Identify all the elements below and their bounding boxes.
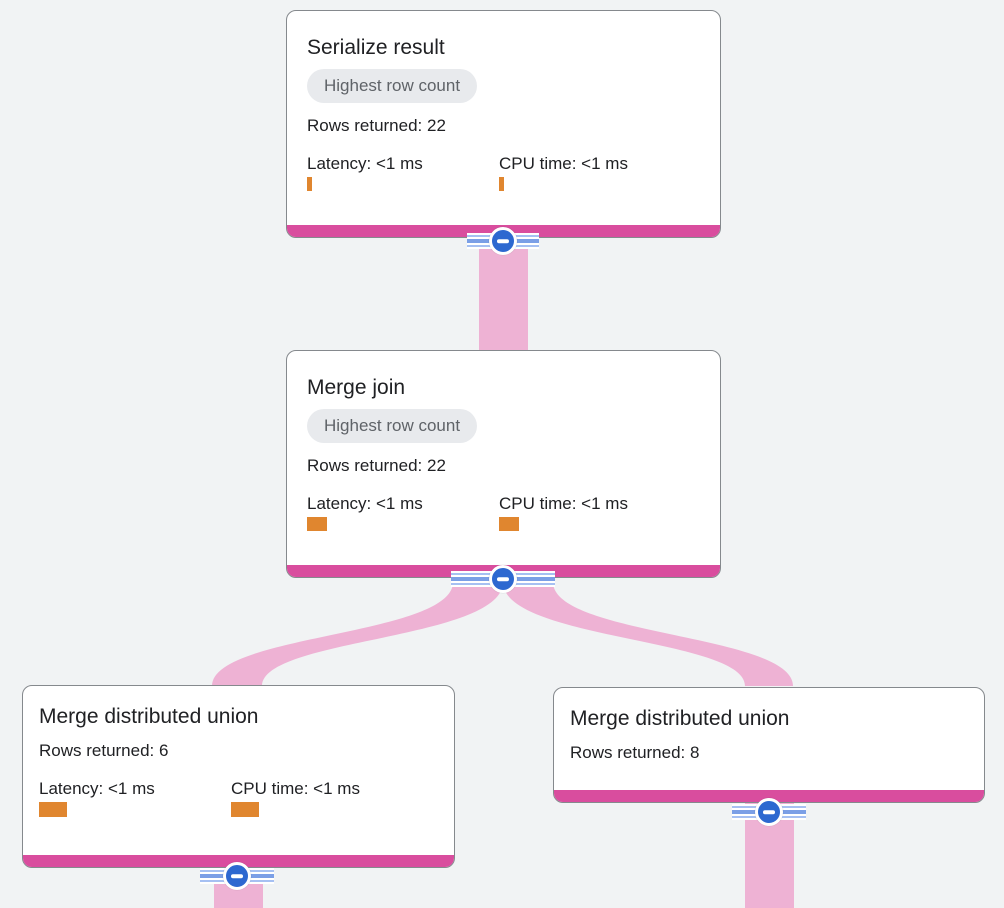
cpu-time-label: CPU time: <1 ms — [499, 154, 628, 173]
edge-mergejoin-to-left-union — [212, 582, 503, 686]
node-title: Merge join — [307, 376, 406, 399]
cpu-time-bar — [499, 177, 504, 191]
minus-circle-icon — [489, 227, 517, 255]
collapse-button-serialize-result[interactable] — [467, 227, 539, 255]
node-title: Merge distributed union — [39, 705, 259, 728]
rows-returned-label: Rows returned: 6 — [39, 741, 169, 760]
edge-mergejoin-to-right-union — [503, 582, 793, 686]
latency-label: Latency: <1 ms — [307, 154, 423, 173]
collapse-button-merge-join[interactable] — [451, 565, 555, 593]
latency-bar — [307, 177, 312, 191]
plan-node-serialize-result[interactable]: Serialize result Highest row count Rows … — [286, 10, 721, 238]
collapse-button-merge-distributed-union-right[interactable] — [732, 798, 806, 826]
plan-node-merge-join[interactable]: Merge join Highest row count Rows return… — [286, 350, 721, 578]
cpu-time-label: CPU time: <1 ms — [231, 779, 360, 798]
plan-node-merge-distributed-union-left[interactable]: Merge distributed union Rows returned: 6… — [22, 685, 455, 868]
highest-row-count-badge: Highest row count — [307, 69, 478, 103]
highest-row-count-badge: Highest row count — [307, 409, 478, 443]
node-title: Merge distributed union — [570, 707, 790, 730]
latency-bar — [307, 517, 327, 531]
minus-circle-icon — [223, 862, 251, 890]
collapse-button-merge-distributed-union-left[interactable] — [200, 862, 274, 890]
minus-circle-icon — [489, 565, 517, 593]
node-title: Serialize result — [307, 36, 445, 59]
latency-label: Latency: <1 ms — [307, 494, 423, 513]
plan-node-merge-distributed-union-right[interactable]: Merge distributed union Rows returned: 8 — [553, 687, 985, 803]
rows-returned-label: Rows returned: 22 — [307, 116, 446, 135]
node-accent-bar — [554, 790, 984, 802]
rows-returned-label: Rows returned: 8 — [570, 743, 700, 762]
cpu-time-bar — [231, 802, 259, 817]
latency-label: Latency: <1 ms — [39, 779, 155, 798]
node-accent-bar — [23, 855, 454, 867]
minus-circle-icon — [755, 798, 783, 826]
latency-bar — [39, 802, 67, 817]
rows-returned-label: Rows returned: 22 — [307, 456, 446, 475]
cpu-time-bar — [499, 517, 519, 531]
cpu-time-label: CPU time: <1 ms — [499, 494, 628, 513]
